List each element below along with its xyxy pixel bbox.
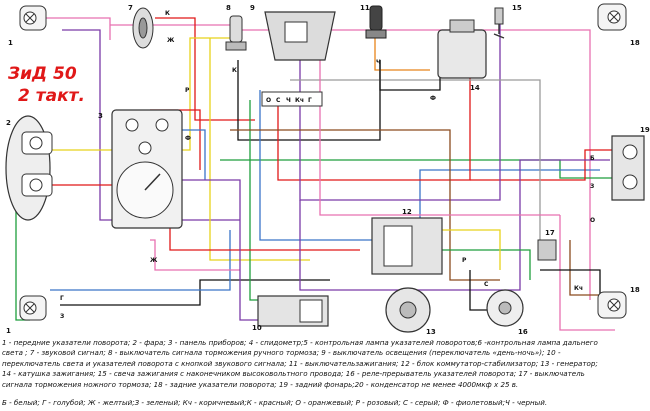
- diagram-title-line1: ЗиД 50: [8, 64, 77, 84]
- wire-label-s2: С: [484, 281, 489, 288]
- wire-label-k1: К: [165, 10, 170, 17]
- legend-line-4: 14 - катушка зажигания; 15 - свеча зажиг…: [2, 369, 585, 379]
- wire-label-z1: З: [590, 183, 594, 190]
- rear-indicator-top: [597, 3, 627, 31]
- wire-green-3: [440, 249, 531, 280]
- wire-label-k2: К: [232, 67, 237, 74]
- wire-pink-2: [319, 60, 560, 216]
- front-indicator-top: [19, 5, 47, 31]
- wire-yellow-2: [440, 229, 501, 270]
- wire-brown-2: [569, 240, 600, 296]
- front-indicator-bottom: [19, 295, 47, 321]
- foot-brake-switch: [537, 239, 557, 261]
- wires: [15, 17, 630, 331]
- wire-pink-4: [150, 239, 240, 271]
- wire-blue-2: [50, 230, 231, 291]
- wire-color-labels: К Ж Р Ф О С Ч Кч Г Б З К Ж Р Ф Ч О С Кч …: [60, 10, 595, 320]
- wire-label-ch1: Ч: [286, 97, 291, 104]
- label-15: 15: [512, 4, 522, 12]
- label-18-top: 18: [630, 39, 640, 47]
- label-17: 17: [545, 229, 555, 237]
- wire-color-legend: Б - белый; Г - голубой; Ж - желтый;З - з…: [2, 398, 548, 407]
- wire-gray-1: [290, 79, 541, 250]
- wire-label-z2: З: [60, 313, 64, 320]
- hand-brake-switch: [225, 15, 247, 51]
- spark-plug: [493, 7, 505, 39]
- wire-violet-3: [150, 179, 270, 321]
- label-10: 10: [252, 324, 262, 332]
- label-19: 19: [640, 126, 650, 134]
- wire-label-zh1: Ж: [167, 37, 175, 44]
- wire-black-1: [237, 60, 381, 141]
- wire-violet-2: [299, 159, 610, 291]
- label-2: 2: [6, 119, 11, 127]
- wire-red-horn: [155, 17, 255, 121]
- wire-pink-3: [559, 215, 615, 331]
- component-legend: 1 - передние указатели поворота; 2 - фар…: [2, 338, 648, 390]
- ignition-switch: [365, 5, 387, 39]
- wire-label-ch2: Ч: [376, 59, 381, 66]
- wire-orange-1: [374, 20, 430, 71]
- label-16: 16: [518, 328, 528, 336]
- label-13: 13: [426, 328, 436, 336]
- label-1-top: 1: [8, 39, 13, 47]
- label-14: 14: [470, 84, 480, 92]
- legend-line-5: сигнала торможения ножного тормоза; 18 -…: [2, 379, 519, 389]
- legend-line-1: 1 - передние указатели поворота; 2 - фар…: [2, 338, 598, 347]
- terminal-strip: [261, 91, 323, 107]
- label-18-bottom: 18: [630, 286, 640, 294]
- legend-line-2: света ; 7 - звуковой сигнал; 8 - выключа…: [2, 348, 561, 358]
- wire-black-3: [379, 60, 441, 91]
- wire-label-f2: Ф: [430, 95, 436, 102]
- wire-green-main: [220, 159, 630, 179]
- indicator-relay: [486, 289, 524, 327]
- wire-pink-top: [40, 17, 591, 300]
- label-7: 7: [128, 4, 133, 12]
- label-8: 8: [226, 4, 231, 12]
- wire-label-o2: О: [590, 217, 595, 224]
- handlebar-switch: [257, 295, 329, 327]
- wire-label-s1: С: [276, 97, 281, 104]
- wire-label-zh2: Ж: [150, 257, 158, 264]
- wire-label-b1: Б: [590, 155, 595, 162]
- label-9: 9: [250, 4, 255, 12]
- wire-black-2: [60, 279, 330, 306]
- label-11: 11: [360, 4, 370, 12]
- wire-label-g1: Г: [308, 97, 312, 104]
- wire-label-r2: Р: [462, 257, 467, 264]
- wire-label-kch2: Кч: [574, 285, 583, 292]
- horn: [132, 7, 154, 49]
- diagram-title-line2: 2 такт.: [18, 86, 85, 106]
- wiring-diagram: 1 1 2 3 7: [5, 3, 650, 336]
- wire-label-kch1: Кч: [295, 97, 304, 104]
- wire-red-3: [470, 149, 630, 181]
- wire-brown-1: [230, 129, 500, 281]
- generator: [385, 287, 431, 333]
- wire-yellow-down: [209, 38, 310, 261]
- label-1-bottom: 1: [6, 327, 11, 335]
- label-3: 3: [98, 112, 103, 120]
- wire-label-g2: Г: [60, 295, 64, 302]
- wire-label-r1: Р: [185, 87, 190, 94]
- commutator-block: [371, 217, 443, 275]
- ignition-coil: [437, 19, 487, 79]
- light-switch: [264, 11, 336, 61]
- wire-label-f1: Ф: [185, 135, 191, 142]
- headlight: [5, 115, 53, 221]
- tail-light: [611, 135, 645, 201]
- label-12: 12: [402, 208, 412, 216]
- instrument-panel: [111, 109, 183, 229]
- wire-label-o1: О: [266, 97, 271, 104]
- wire-red-1: [277, 40, 471, 181]
- rear-indicator-bottom: [597, 291, 627, 319]
- legend-line-3: переключатель света и указателей поворот…: [2, 358, 598, 368]
